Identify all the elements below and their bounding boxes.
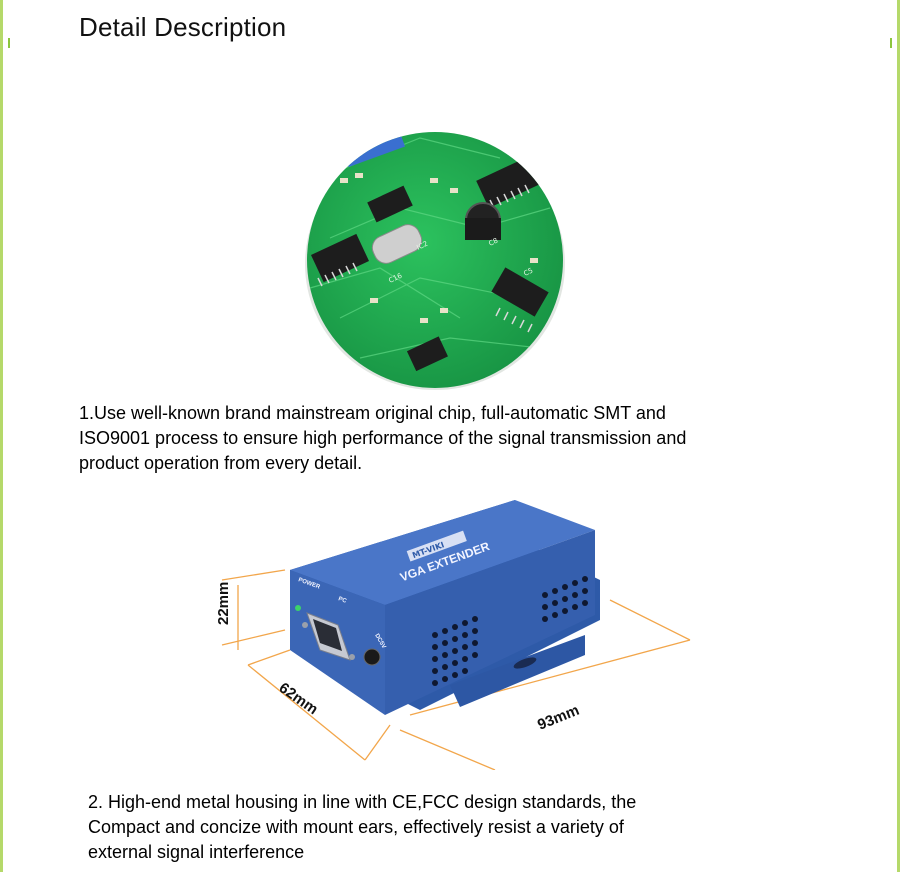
dimension-depth-label: 62mm xyxy=(276,679,321,718)
page-frame-left xyxy=(0,0,3,872)
frame-tick-left xyxy=(8,38,10,48)
vga-port-icon xyxy=(302,612,355,661)
vga-extender-image: 22mm 62mm 93mm MT-VIKI VGA EXTENDER POWE… xyxy=(190,485,710,771)
power-led-icon xyxy=(295,605,301,611)
paragraph-1-line: ISO9001 process to ensure high performan… xyxy=(79,428,687,448)
frame-tick-right xyxy=(890,38,892,48)
page-frame-right xyxy=(897,0,900,872)
paragraph-1-line: 1.Use well-known brand mainstream origin… xyxy=(79,403,666,423)
side-vents xyxy=(542,576,588,622)
feature-paragraph-2: 2. High-end metal housing in line with C… xyxy=(88,790,808,865)
svg-text:C8: C8 xyxy=(487,237,499,248)
paragraph-2-line: 2. High-end metal housing in line with C… xyxy=(88,792,637,812)
pcb-closeup-image: IC2 C16 C8 C5 xyxy=(300,118,570,393)
page-title: Detail Description xyxy=(79,12,287,42)
front-vents xyxy=(432,616,478,686)
paragraph-1-line: product operation from every detail. xyxy=(79,453,363,473)
paragraph-2-line: external signal interference xyxy=(88,842,305,862)
dimension-width-label: 93mm xyxy=(535,702,582,734)
brand-badge xyxy=(406,530,467,562)
feature-paragraph-1: 1.Use well-known brand mainstream origin… xyxy=(79,401,839,476)
svg-text:C5: C5 xyxy=(522,267,534,278)
dc-jack-icon xyxy=(363,648,381,666)
dimension-height-label: 22mm xyxy=(215,582,232,625)
pc-port-label: PC xyxy=(337,596,348,605)
paragraph-2-line: Compact and concize with mount ears, eff… xyxy=(88,817,624,837)
